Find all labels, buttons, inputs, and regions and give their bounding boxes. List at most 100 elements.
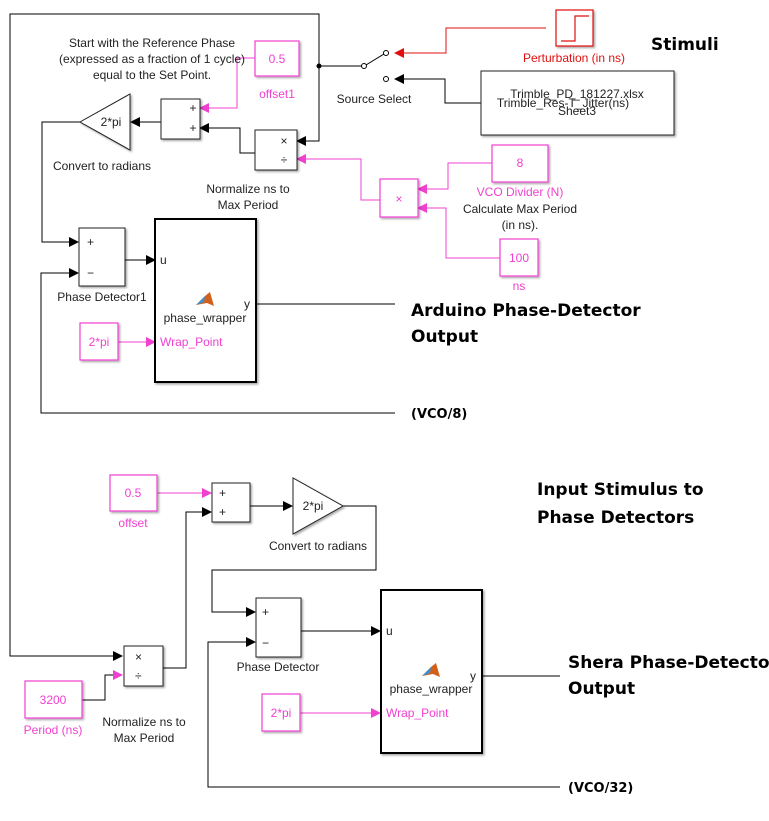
svg-text:Max Period: Max Period <box>218 198 279 212</box>
source-select-switch[interactable]: Source Select <box>337 50 412 107</box>
svg-text:0.5: 0.5 <box>125 486 142 500</box>
svg-text:offset1: offset1 <box>259 87 295 101</box>
wire-divide2-to-sum[interactable] <box>163 507 212 669</box>
svg-text:Sheet3: Sheet3 <box>558 104 596 118</box>
svg-text:+: + <box>189 101 196 115</box>
vco8-label: (VCO/8) <box>411 407 467 422</box>
phase-wrapper-block-lower[interactable]: u y phase_wrapper Wrap_Point <box>380 589 483 754</box>
divide-block-normalize-upper[interactable]: × ÷ Normalize ns to Max Period <box>206 129 298 212</box>
from-spreadsheet-block[interactable]: Trimble_PD_181227.xlsx Trimble_Res-T_Jit… <box>480 70 675 136</box>
period-constant-block[interactable]: 3200 Period (ns) <box>24 680 83 737</box>
svg-text:×: × <box>135 650 142 664</box>
svg-text:+: + <box>87 235 94 249</box>
wrap-point-constant-upper[interactable]: 2*pi <box>79 322 119 361</box>
svg-text:Convert to radians: Convert to radians <box>269 539 367 553</box>
vco32-label: (VCO/32) <box>568 781 633 796</box>
svg-text:Convert to radians: Convert to radians <box>53 159 151 173</box>
svg-text:2*pi: 2*pi <box>101 115 122 129</box>
wire-junction-to-divide[interactable] <box>296 66 320 146</box>
shera-output-label: Shera Phase-Detector Output <box>568 653 769 699</box>
svg-text:VCO Divider (N): VCO Divider (N) <box>477 185 564 199</box>
svg-text:Period (ns): Period (ns) <box>24 723 83 737</box>
wire-offset1[interactable] <box>199 57 255 113</box>
wire-product-to-divide[interactable] <box>296 154 380 201</box>
phase-detector1-block[interactable]: + − Phase Detector1 <box>57 227 147 304</box>
svg-text:offset: offset <box>118 516 148 530</box>
section-label: Input Stimulus to Phase Detectors <box>537 480 704 528</box>
svg-text:+: + <box>262 605 269 619</box>
svg-text:phase_wrapper: phase_wrapper <box>164 311 247 325</box>
ns-constant-block[interactable]: 100 ns <box>499 238 539 293</box>
wire-perturbation[interactable] <box>394 27 546 58</box>
stimuli-label: Stimuli <box>651 35 719 55</box>
svg-text:Wrap_Point: Wrap_Point <box>386 706 449 720</box>
svg-text:Source Select: Source Select <box>337 92 412 106</box>
wire-vco-divider[interactable] <box>417 162 492 194</box>
product-block-max-period[interactable]: × Calculate Max Period (in ns). <box>379 178 577 232</box>
sum-block-upper[interactable]: + + <box>160 98 201 140</box>
svg-text:Normalize ns to: Normalize ns to <box>102 715 186 729</box>
svg-text:Shera Phase-Detector: Shera Phase-Detector <box>568 653 769 673</box>
gain-block-convert-to-radians-upper[interactable]: 2*pi Convert to radians <box>53 93 151 173</box>
svg-text:÷: ÷ <box>281 153 288 167</box>
wrap-point-constant-lower[interactable]: 2*pi <box>261 693 301 732</box>
wire-reference-loop[interactable] <box>9 13 320 661</box>
svg-text:2*pi: 2*pi <box>303 499 324 513</box>
svg-text:−: − <box>87 266 94 280</box>
svg-text:Perturbation (in ns): Perturbation (in ns) <box>523 51 625 65</box>
svg-text:×: × <box>280 134 287 148</box>
svg-text:equal to the Set Point.: equal to the Set Point. <box>93 68 211 82</box>
phase-detector-block[interactable]: + − Phase Detector <box>237 597 320 674</box>
comment-reference-phase: Start with the Reference Phase (expresse… <box>59 36 245 82</box>
svg-text:Input Stimulus to: Input Stimulus to <box>537 480 704 500</box>
matlab-logo-icon <box>196 292 214 306</box>
svg-text:Output: Output <box>568 679 635 699</box>
divide-block-normalize-lower[interactable]: × ÷ Normalize ns to Max Period <box>102 645 186 745</box>
svg-text:ns: ns <box>513 279 526 293</box>
vco-divider-constant-block[interactable]: 8 VCO Divider (N) <box>477 144 564 199</box>
svg-text:+: + <box>219 486 226 500</box>
gain-block-convert-to-radians-lower[interactable]: 2*pi Convert to radians <box>269 477 367 553</box>
sum-block-lower[interactable]: + + <box>211 482 251 523</box>
svg-text:Phase Detector: Phase Detector <box>237 660 320 674</box>
svg-text:Wrap_Point: Wrap_Point <box>160 335 223 349</box>
svg-text:÷: ÷ <box>135 669 142 683</box>
svg-text:y: y <box>470 669 476 683</box>
svg-text:8: 8 <box>517 156 524 170</box>
svg-text:Trimble_Res-T_Jitter(ns): Trimble_Res-T_Jitter(ns) <box>497 96 629 110</box>
svg-text:u: u <box>386 624 393 638</box>
step-icon <box>561 15 589 42</box>
matlab-logo-icon <box>422 663 440 677</box>
phase-wrapper-block-upper[interactable]: u y phase_wrapper Wrap_Point <box>154 218 257 383</box>
svg-text:(expressed as a fraction of 1: (expressed as a fraction of 1 cycle) <box>59 52 245 66</box>
wire-gain2-to-pd[interactable] <box>211 505 377 617</box>
wire-divide-to-sum[interactable] <box>199 123 255 154</box>
svg-text:0.5: 0.5 <box>269 52 286 66</box>
offset1-constant-block[interactable]: 0.5 offset1 <box>254 40 300 101</box>
svg-text:2*pi: 2*pi <box>89 335 110 349</box>
svg-text:2*pi: 2*pi <box>271 706 292 720</box>
svg-text:phase_wrapper: phase_wrapper <box>390 682 473 696</box>
arduino-output-label: Arduino Phase-Detector Output <box>411 301 641 347</box>
svg-text:×: × <box>395 192 402 206</box>
perturbation-step-block[interactable]: Perturbation (in ns) <box>523 9 625 65</box>
svg-text:Start with the Reference Phase: Start with the Reference Phase <box>69 36 235 50</box>
svg-text:Phase Detector1: Phase Detector1 <box>57 290 147 304</box>
svg-text:(in ns).: (in ns). <box>502 218 539 232</box>
svg-text:y: y <box>244 297 250 311</box>
svg-text:Normalize ns to: Normalize ns to <box>206 182 290 196</box>
wire-vco32-feedback[interactable] <box>207 637 560 788</box>
svg-text:Calculate Max Period: Calculate Max Period <box>463 202 577 216</box>
wire-gain-to-pd[interactable] <box>41 121 80 247</box>
svg-text:+: + <box>219 505 226 519</box>
wire-junction-dot <box>316 63 322 69</box>
wire-ns[interactable] <box>417 203 500 259</box>
wire-vco8-feedback[interactable] <box>40 268 395 414</box>
svg-text:3200: 3200 <box>40 693 67 707</box>
wire-from-file[interactable] <box>394 74 481 104</box>
svg-text:Max Period: Max Period <box>114 731 175 745</box>
svg-text:Output: Output <box>411 327 478 347</box>
offset-constant-block[interactable]: 0.5 offset <box>109 474 158 530</box>
wire-period[interactable] <box>82 670 123 701</box>
